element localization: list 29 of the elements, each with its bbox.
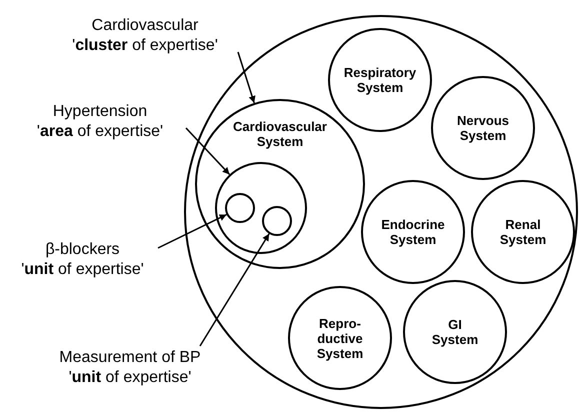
arrow (185, 127, 230, 175)
callout-label: 'area of expertise' (36, 122, 164, 142)
expertise-circle (215, 162, 307, 254)
expertise-circle (225, 193, 255, 223)
system-circle (328, 28, 432, 132)
arrow (158, 214, 227, 249)
callout-label: 'unit of expertise' (21, 260, 144, 280)
system-circle (288, 286, 392, 390)
system-label: Nervous System (456, 113, 510, 143)
system-label: GI System (430, 317, 480, 347)
arrow (237, 52, 256, 104)
system-label: Repro- ductive System (316, 316, 364, 360)
callout-label: Hypertension (52, 102, 148, 122)
system-label: Endocrine System (380, 217, 446, 247)
callout-label: Measurement of BP (59, 348, 201, 368)
callout-label: Cardiovascular (92, 16, 198, 36)
system-label: Renal System (498, 217, 548, 247)
callout-label: 'cluster of expertise' (72, 36, 218, 56)
expertise-circle (262, 206, 292, 236)
system-circle (471, 180, 575, 284)
arrow (199, 233, 270, 346)
system-circle (403, 280, 507, 384)
callout-label: 'unit of expertise' (68, 368, 192, 388)
system-circle (195, 99, 365, 269)
system-circle (361, 180, 465, 284)
system-circle (431, 76, 535, 180)
system-label: Respiratory System (342, 65, 418, 95)
callout-label: β-blockers (45, 240, 120, 260)
system-label: Cardiovascular System (232, 119, 328, 149)
